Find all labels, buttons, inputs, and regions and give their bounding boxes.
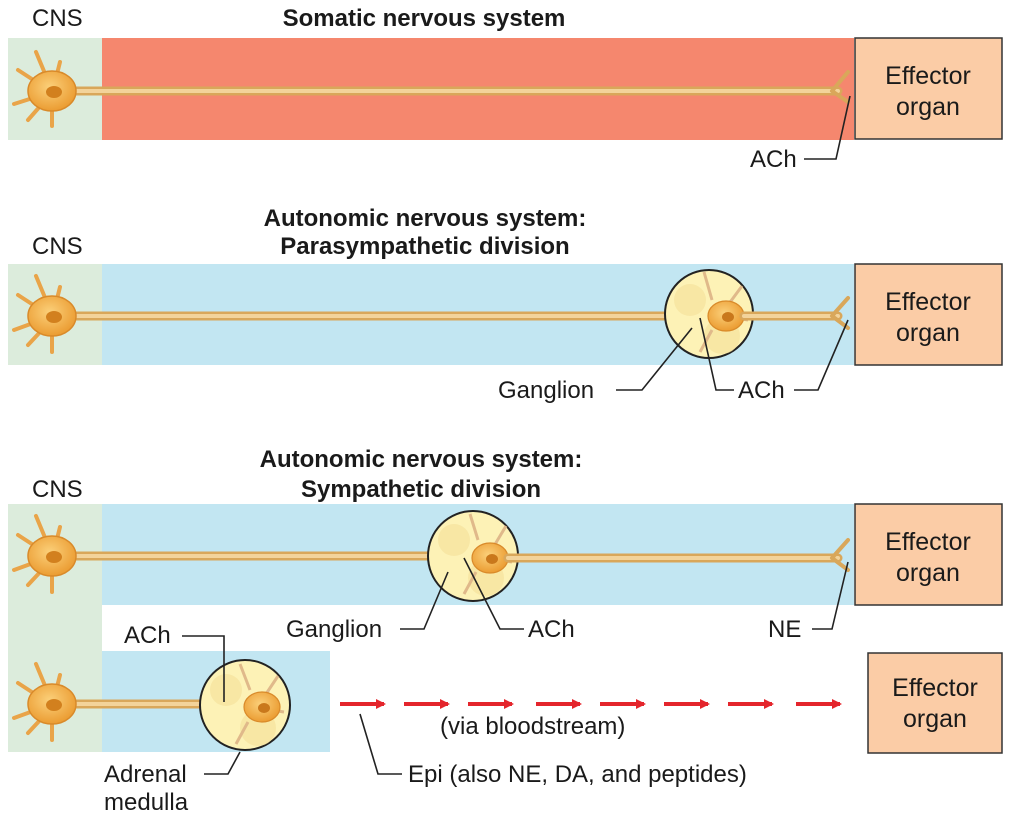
somatic-neuron xyxy=(12,50,850,128)
adrenal-effector-organ xyxy=(867,652,1003,754)
sympathetic-cns-label: CNS xyxy=(32,476,83,503)
sympathetic-effector-label-2: organ xyxy=(896,559,960,587)
adrenal-effector-label-1: Effector xyxy=(892,674,978,702)
via-bloodstream-label: (via bloodstream) xyxy=(440,713,625,740)
adrenal-label-1: Adrenal xyxy=(104,761,187,788)
adrenal-effector-label-2: organ xyxy=(903,705,967,733)
somatic-effector-label-1: Effector xyxy=(885,62,971,90)
sympathetic-ganglion xyxy=(427,510,519,602)
somatic-cns-label: CNS xyxy=(32,5,83,32)
sympathetic-ganglion-label: Ganglion xyxy=(286,616,382,643)
parasympathetic-ganglion-label: Ganglion xyxy=(498,377,594,404)
somatic-effector-label-2: organ xyxy=(896,93,960,121)
somatic-ach-label: ACh xyxy=(750,146,797,173)
sympathetic-effector-label-1: Effector xyxy=(885,528,971,556)
parasympathetic-effector-label-1: Effector xyxy=(885,288,971,316)
sympathetic-ne-label: NE xyxy=(768,616,801,643)
sympathetic-title-1: Autonomic nervous system: xyxy=(260,446,583,473)
parasympathetic-title-1: Autonomic nervous system: xyxy=(264,205,587,232)
adrenal-medulla-cell xyxy=(199,659,291,751)
sympathetic-preganglionic-neuron xyxy=(12,514,475,594)
somatic-effector-organ xyxy=(854,37,1003,140)
parasympathetic-cns-label: CNS xyxy=(32,233,83,260)
somatic-title: Somatic nervous system xyxy=(283,5,566,32)
adrenal-ach-label: ACh xyxy=(124,622,171,649)
parasympathetic-effector-organ xyxy=(854,263,1003,366)
parasympathetic-section: Autonomic nervous system: Parasympatheti… xyxy=(8,205,1003,404)
sympathetic-effector-organ xyxy=(854,503,1003,606)
parasympathetic-ach-label: ACh xyxy=(738,377,785,404)
somatic-section: Effector organ CNS Somatic nervous syste… xyxy=(8,5,1003,173)
sympathetic-section: Autonomic nervous system: Sympathetic di… xyxy=(8,446,1003,816)
adrenal-label-2: medulla xyxy=(104,789,189,816)
sympathetic-title-2: Sympathetic division xyxy=(301,476,541,503)
sympathetic-ach-label: ACh xyxy=(528,616,575,643)
sympathetic-postganglionic-neuron xyxy=(503,538,850,572)
epi-label: Epi (also NE, DA, and peptides) xyxy=(408,761,747,788)
parasympathetic-title-2: Parasympathetic division xyxy=(280,233,569,260)
parasympathetic-effector-label-2: organ xyxy=(896,319,960,347)
parasympathetic-preganglionic-neuron xyxy=(12,274,705,354)
